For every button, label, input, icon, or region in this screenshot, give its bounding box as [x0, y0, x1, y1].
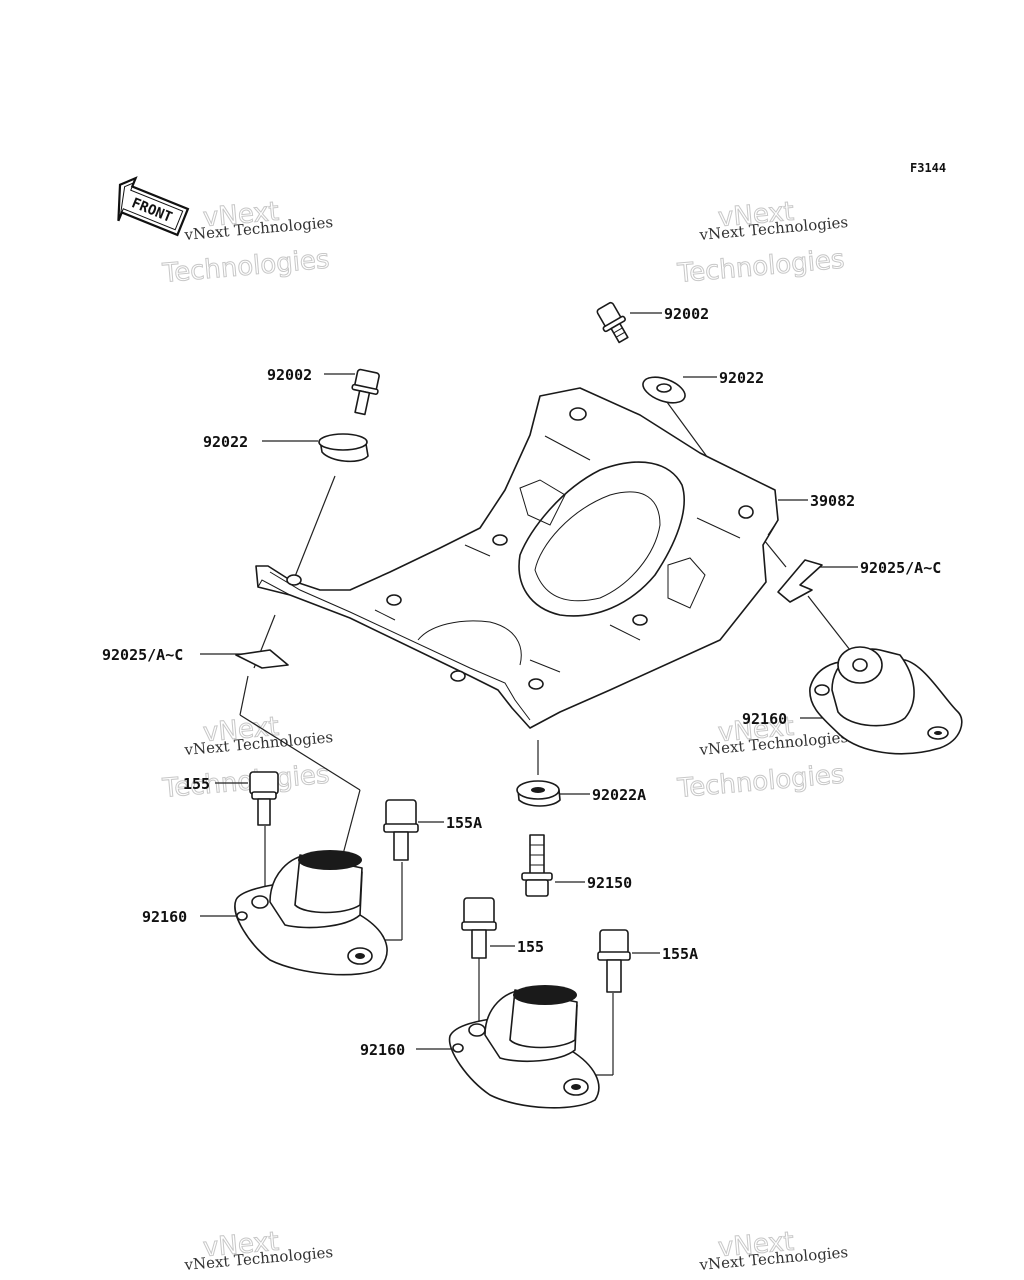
watermark-top: vNext: [202, 1227, 280, 1264]
clip-92025-right: [777, 559, 823, 603]
part-label: 155A: [662, 945, 698, 963]
watermark-top: vNext: [717, 197, 795, 234]
part-label: 92025/A~C: [102, 646, 183, 664]
part-label: 92160: [360, 1041, 405, 1059]
watermark-top: vNext: [717, 712, 795, 749]
washer-92022-right: [642, 376, 686, 404]
part-label: 39082: [810, 492, 855, 510]
bolt-92002-top: [596, 301, 629, 344]
engine-mount-92160-right: [809, 646, 963, 755]
part-label: 92022: [719, 369, 764, 387]
bolt-155a-bottom: [597, 929, 631, 993]
part-label: 92160: [742, 710, 787, 728]
bolt-155-bottom: [461, 897, 497, 959]
leader-lines: [200, 312, 858, 1076]
part-label: 92160: [142, 908, 187, 926]
washer-92022a: [516, 780, 561, 807]
part-label: 92150: [587, 874, 632, 892]
part-label: 92002: [664, 305, 709, 323]
clip-92025-left: [235, 649, 289, 669]
part-label: 92002: [267, 366, 312, 384]
part-label: 92025/A~C: [860, 559, 941, 577]
part-label: 92022A: [592, 786, 646, 804]
part-label: 92022: [203, 433, 248, 451]
part-label: 155: [517, 938, 544, 956]
bolt-155a-left: [383, 799, 419, 861]
engine-mount-92160-left: [234, 850, 388, 976]
front-arrow-icon: FRONT: [117, 176, 190, 237]
main-bracket: [255, 387, 779, 729]
bolt-155-left: [249, 771, 279, 826]
bolt-92150: [521, 834, 553, 897]
bolt-92002-left: [351, 368, 380, 416]
watermark-outline: Technologies: [676, 760, 846, 805]
watermark-top: vNext: [717, 1227, 795, 1264]
watermark-outline: Technologies: [676, 245, 846, 290]
engine-mount-92160-bottom: [448, 985, 600, 1109]
watermark-top: vNext: [202, 197, 280, 234]
watermark-group: vNext vNext Technologies Technologies vN…: [160, 196, 849, 1274]
figure-code: F3144: [910, 161, 946, 175]
part-label: 155A: [446, 814, 482, 832]
washer-92022-left: [318, 433, 369, 463]
watermark-outline: Technologies: [161, 245, 331, 290]
part-labels: 92002 92022 92002 92022 39082 92025/A~C …: [102, 305, 941, 1059]
part-label: 155: [183, 775, 210, 793]
watermark-top: vNext: [202, 712, 280, 749]
